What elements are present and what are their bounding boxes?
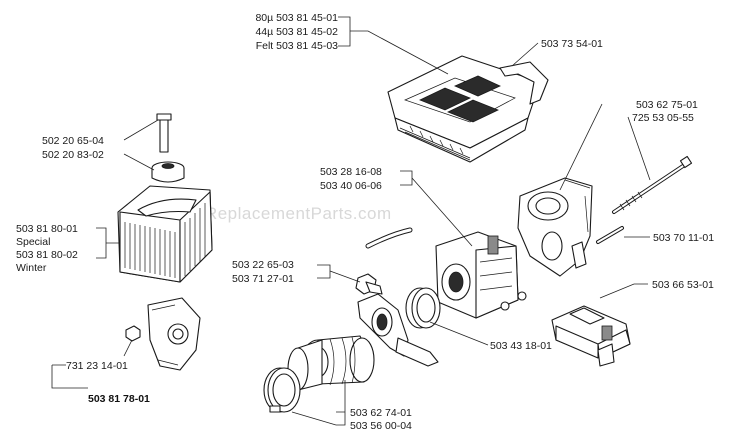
carburetor-adapter: [517, 177, 593, 277]
leader-lines: [51, 16, 651, 426]
label-manifold: 503 62 74-01: [350, 407, 412, 419]
pin: [596, 226, 624, 244]
hose-clamp: [263, 367, 301, 413]
label-small-nut: 731 23 14-01: [66, 360, 128, 372]
label-clamp: 503 56 00-04: [350, 420, 412, 432]
label-flange-1: 503 22 65-03: [232, 259, 294, 271]
carburetor: [435, 231, 527, 319]
label-filter-80: 80µ 503 81 45-01: [255, 12, 338, 24]
label-filter-felt: Felt 503 81 45-03: [256, 40, 338, 52]
label-ring: 503 43 18-01: [490, 340, 552, 352]
intake-bracket: [147, 297, 201, 371]
label-filter-special: Special: [16, 236, 50, 248]
support-bracket: [551, 305, 631, 367]
label-bolt-1: 503 62 75-01: [636, 99, 698, 111]
intake-manifold: [287, 335, 375, 391]
label-pin: 503 70 11-01: [653, 232, 714, 244]
label-assembly: 503 81 78-01: [88, 393, 150, 405]
cover-clip: [499, 61, 549, 105]
watermark: eReplacementParts.com: [195, 204, 392, 223]
air-filter-element: [117, 185, 213, 283]
rubber-ring: [405, 287, 441, 329]
label-filter-44: 44µ 503 81 45-02: [255, 26, 338, 38]
air-filter-cover: [387, 55, 541, 163]
label-filter-winter: Winter: [16, 262, 47, 274]
intake-flange: [357, 293, 439, 367]
long-bolt: [612, 155, 693, 214]
label-flange-2: 503 71 27-01: [232, 273, 294, 285]
fuel-hose: [365, 227, 413, 249]
label-bolt-2: 725 53 05-55: [632, 112, 694, 124]
label-carb-1: 503 28 16-08: [320, 166, 382, 178]
label-filter-winter-number: 503 81 80-02: [16, 249, 78, 261]
label-carb-2: 503 40 06-06: [320, 180, 382, 192]
label-bracket: 503 66 53-01: [652, 279, 714, 291]
flange-nut: [355, 273, 383, 295]
label-cover: 503 73 54-01: [541, 38, 603, 50]
filter-knob: [151, 113, 185, 183]
part-labels: 80µ 503 81 45-01 44µ 503 81 45-02 Felt 5…: [16, 12, 714, 432]
label-filter-special-number: 503 81 80-01: [16, 223, 78, 235]
small-nut: [125, 325, 141, 342]
label-nut-2: 502 20 83-02: [42, 149, 104, 161]
label-nut-1: 502 20 65-04: [42, 135, 104, 147]
